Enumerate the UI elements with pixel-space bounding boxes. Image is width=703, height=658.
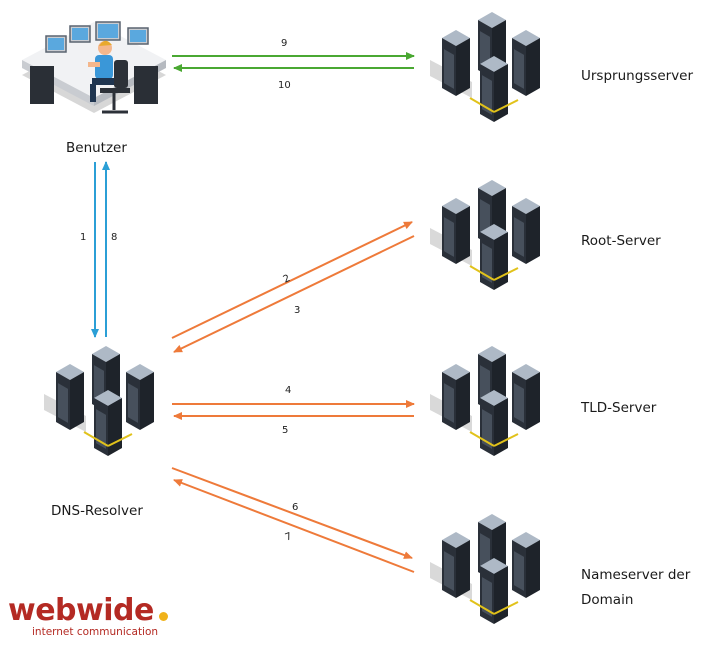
origin-server-icon: [430, 12, 540, 122]
brand-dot: [159, 612, 168, 621]
step-label-9: 9: [281, 38, 287, 49]
root-server-icon: [430, 180, 540, 290]
brand-tagline: internet communication: [32, 626, 159, 638]
arrow-6: [171, 467, 413, 559]
step-label-6: 6: [292, 502, 298, 513]
arrow-2: [171, 221, 413, 339]
step-label-4: 4: [285, 385, 291, 396]
brand-name: webwide: [8, 593, 154, 628]
user-workstation-icon: [22, 21, 166, 114]
step-label-5: 5: [282, 425, 288, 436]
nameserver-icon: [430, 514, 540, 624]
webwide-logo: webwide internet communication: [8, 593, 168, 638]
step-label-7: 7: [284, 531, 294, 544]
dns-resolver-icon: [44, 346, 154, 456]
label-origin-server: Ursprungsserver: [581, 68, 694, 84]
label-benutzer: Benutzer: [66, 140, 127, 156]
label-dns-resolver: DNS-Resolver: [51, 503, 143, 519]
step-label-1: 1: [80, 232, 86, 243]
label-nameserver-line2: Domain: [581, 592, 634, 608]
arrow-7: [173, 479, 415, 573]
step-label-3: 3: [294, 305, 300, 316]
arrow-3: [173, 235, 415, 353]
label-tld-server: TLD-Server: [581, 400, 657, 416]
step-label-10: 10: [278, 80, 291, 91]
tld-server-icon: [430, 346, 540, 456]
label-root-server: Root-Server: [581, 233, 661, 249]
label-nameserver-line1: Nameserver der: [581, 567, 691, 583]
step-label-2: 2: [282, 273, 292, 286]
step-label-8: 8: [111, 232, 117, 243]
